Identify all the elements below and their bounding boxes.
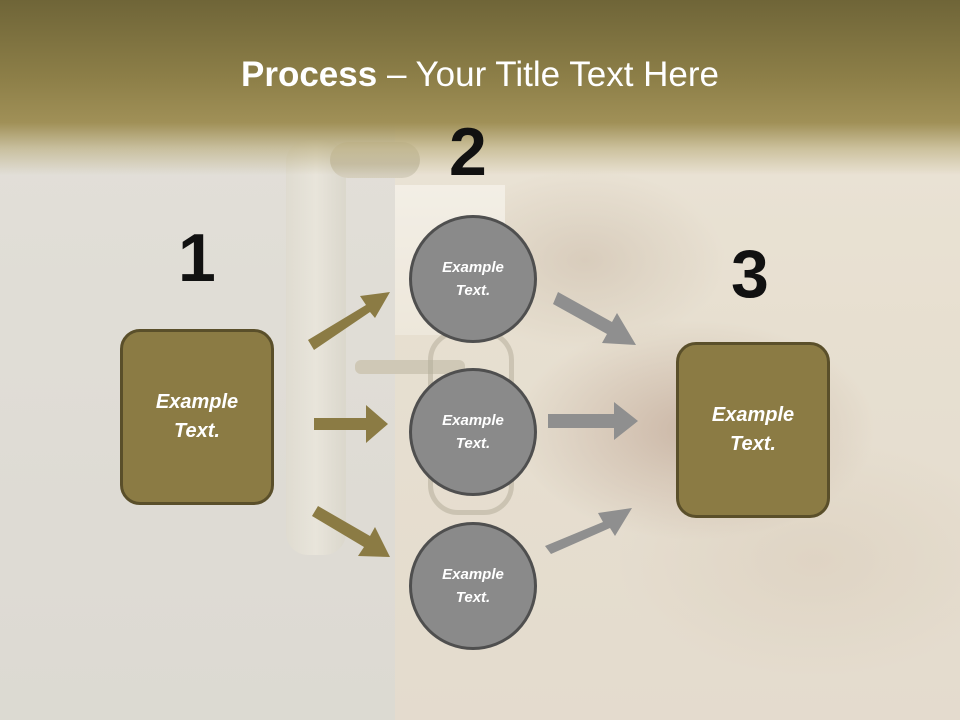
step-number-3: 3 bbox=[731, 236, 769, 312]
step-number-2: 2 bbox=[449, 114, 487, 190]
left-step-box[interactable]: Example Text. bbox=[120, 329, 274, 505]
title-band bbox=[0, 0, 960, 175]
circle-step-top-text: Example Text. bbox=[442, 259, 504, 299]
background-key bbox=[355, 360, 465, 374]
left-step-box-text: Example Text. bbox=[155, 391, 239, 442]
circle-step-bottom-text: Example Text. bbox=[442, 566, 504, 606]
step-number-1: 1 bbox=[178, 220, 216, 296]
circle-step-middle[interactable]: Example Text. bbox=[409, 368, 537, 496]
slide-title: Process – Your Title Text Here bbox=[0, 53, 960, 97]
right-step-box[interactable]: Example Text. bbox=[676, 342, 830, 518]
right-step-box-text: Example Text. bbox=[711, 404, 795, 455]
slide-title-bold: Process bbox=[241, 55, 378, 94]
circle-step-middle-text: Example Text. bbox=[442, 412, 504, 452]
slide-title-rest: – Your Title Text Here bbox=[377, 55, 719, 94]
circle-step-top[interactable]: Example Text. bbox=[409, 215, 537, 343]
circle-step-bottom[interactable]: Example Text. bbox=[409, 522, 537, 650]
